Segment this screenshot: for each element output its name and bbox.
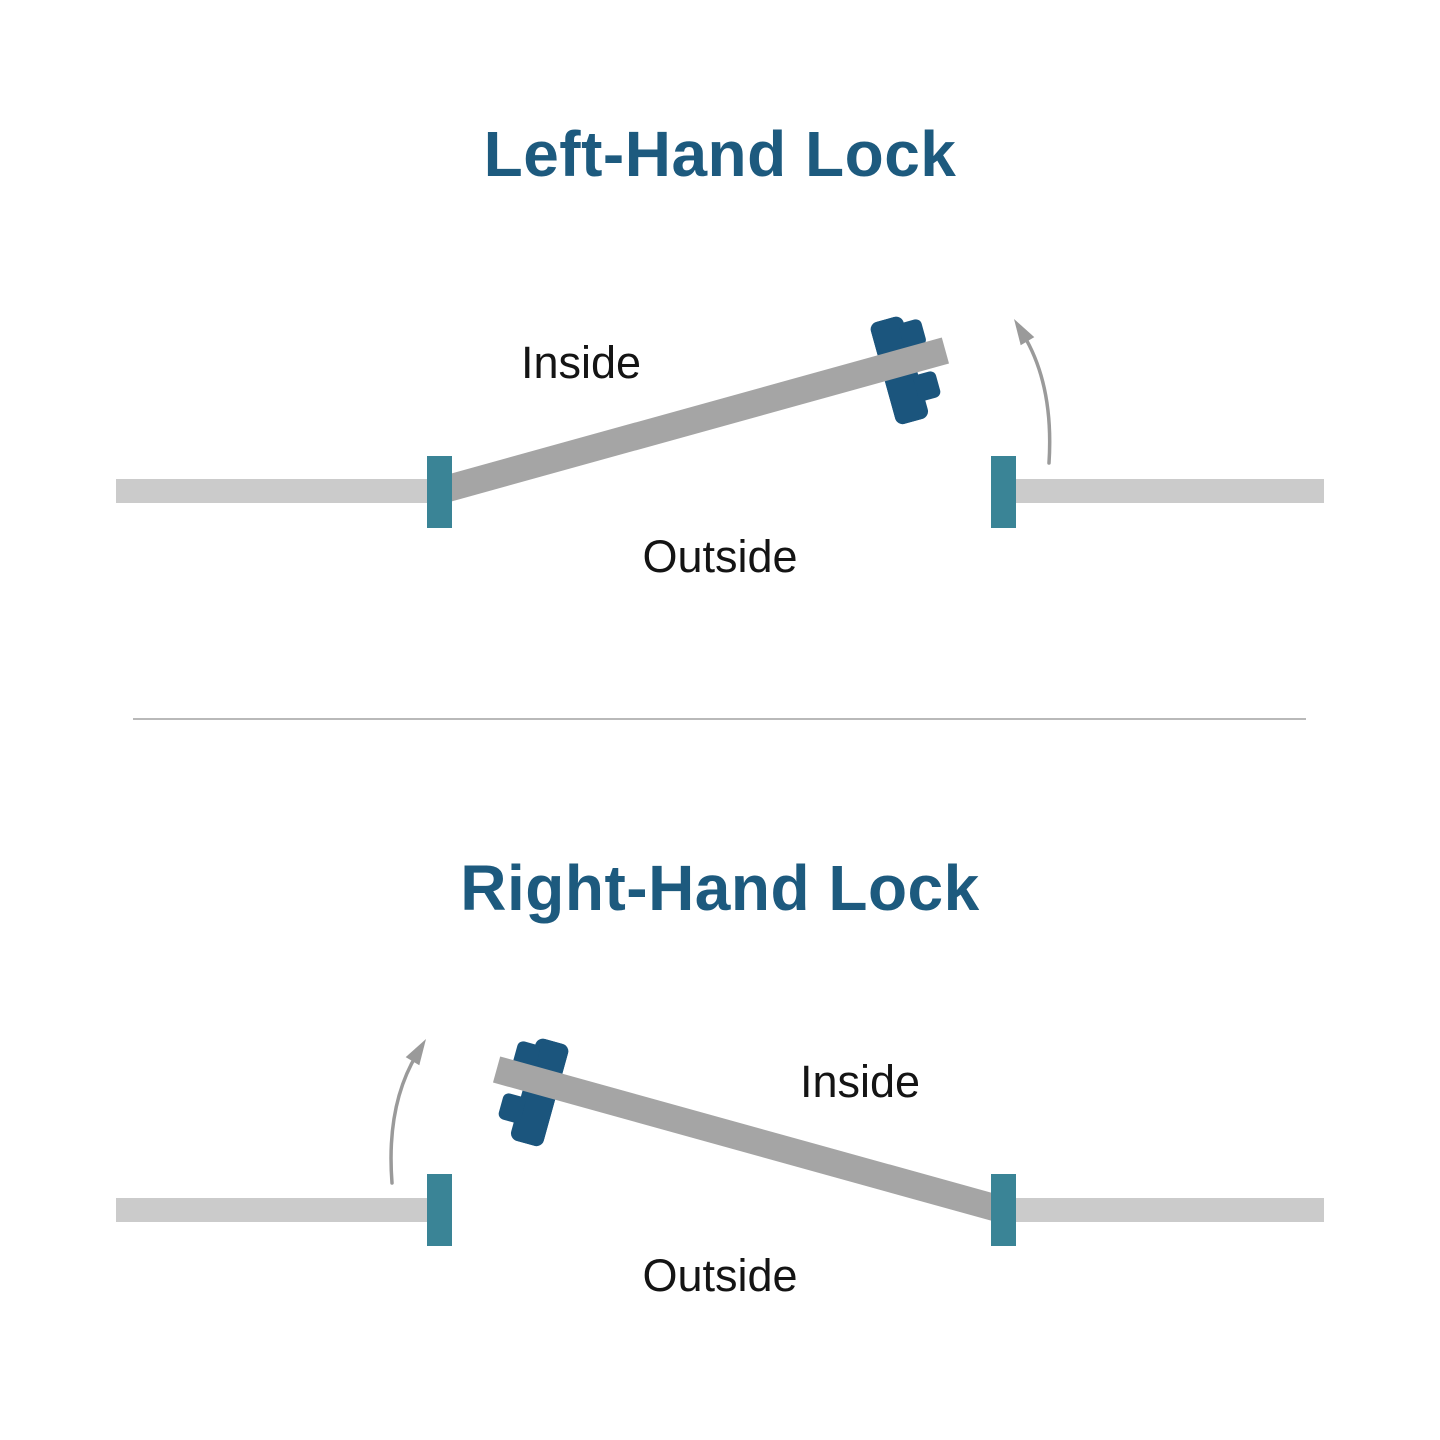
wall-segment-left: [116, 1198, 427, 1222]
outside-label: Outside: [642, 531, 798, 582]
wall-segment-right: [1015, 479, 1324, 503]
inside-label: Inside: [520, 337, 642, 388]
door-jamb-right: [991, 1174, 1016, 1246]
wall-segment-right: [1016, 1198, 1324, 1222]
outside-label: Outside: [642, 1250, 798, 1301]
inside-label: Inside: [799, 1056, 921, 1107]
open-door-bar: [492, 1056, 1004, 1222]
door-jamb-left: [427, 456, 452, 528]
right-hand-lock-title: Right-Hand Lock: [460, 852, 980, 924]
wall-segment-left: [116, 479, 427, 503]
door-jamb-left: [427, 1174, 452, 1246]
swing-direction-arrow-icon: [1014, 319, 1052, 465]
left-hand-lock-title: Left-Hand Lock: [483, 118, 957, 190]
section-divider: [133, 718, 1306, 720]
door-jamb-right: [991, 456, 1016, 528]
swing-direction-arrow-icon: [389, 1039, 426, 1185]
